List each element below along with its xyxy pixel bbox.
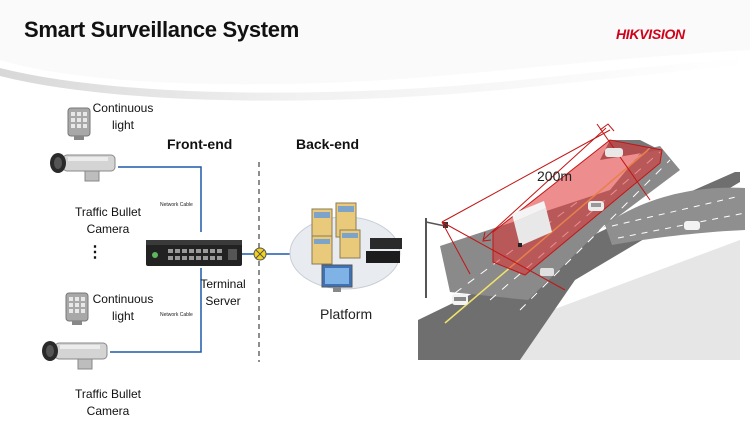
car-icon <box>684 221 700 230</box>
car-icon <box>605 148 623 157</box>
distance-label: 200m <box>537 168 573 184</box>
hikvision-logo: HIKVISION <box>616 26 685 42</box>
continuous-light-icon <box>67 107 91 140</box>
detection-zone <box>492 139 663 276</box>
network-link <box>110 268 202 353</box>
page-title: Smart Surveillance System <box>24 17 299 42</box>
platform-cloud-icon <box>289 202 402 292</box>
ellipsis: ⋮ <box>87 244 103 261</box>
background-swoosh <box>0 0 750 101</box>
network-connector-icon <box>253 247 267 261</box>
network-cable-label-2: Network Cable <box>160 312 193 318</box>
traffic-bullet-camera-label-2: Traffic Bullet Camera <box>74 387 142 418</box>
network-links <box>110 166 293 353</box>
car-icon <box>540 268 554 276</box>
traffic-bullet-camera-icon <box>50 153 116 182</box>
terminal-server-icon <box>146 240 242 266</box>
network-link <box>118 166 202 232</box>
continuous-light-icon <box>65 292 89 325</box>
continuous-light-label-1: Continuous light <box>92 101 154 132</box>
back-end-header: Back-end <box>296 136 360 152</box>
camera-pole-icon <box>425 218 448 298</box>
field-of-view-lines <box>441 123 651 291</box>
continuous-light-label-2: Continuous light <box>92 292 154 323</box>
server-tower-icon <box>311 235 333 265</box>
storage-box-icon <box>366 238 402 263</box>
car-icon <box>588 201 604 211</box>
platform-label: Platform <box>320 306 373 322</box>
monitor-icon <box>321 264 353 292</box>
front-end-header: Front-end <box>167 136 233 152</box>
truck-icon <box>512 201 552 247</box>
server-tower-icon <box>339 229 361 259</box>
network-cable-label-1: Network Cable <box>160 202 193 208</box>
car-icon <box>452 294 468 305</box>
road-scene <box>418 123 746 360</box>
traffic-bullet-camera-label-1: Traffic Bullet Camera <box>74 205 142 236</box>
terminal-server-label: Terminal Server <box>200 277 246 308</box>
traffic-bullet-camera-icon <box>42 341 108 370</box>
